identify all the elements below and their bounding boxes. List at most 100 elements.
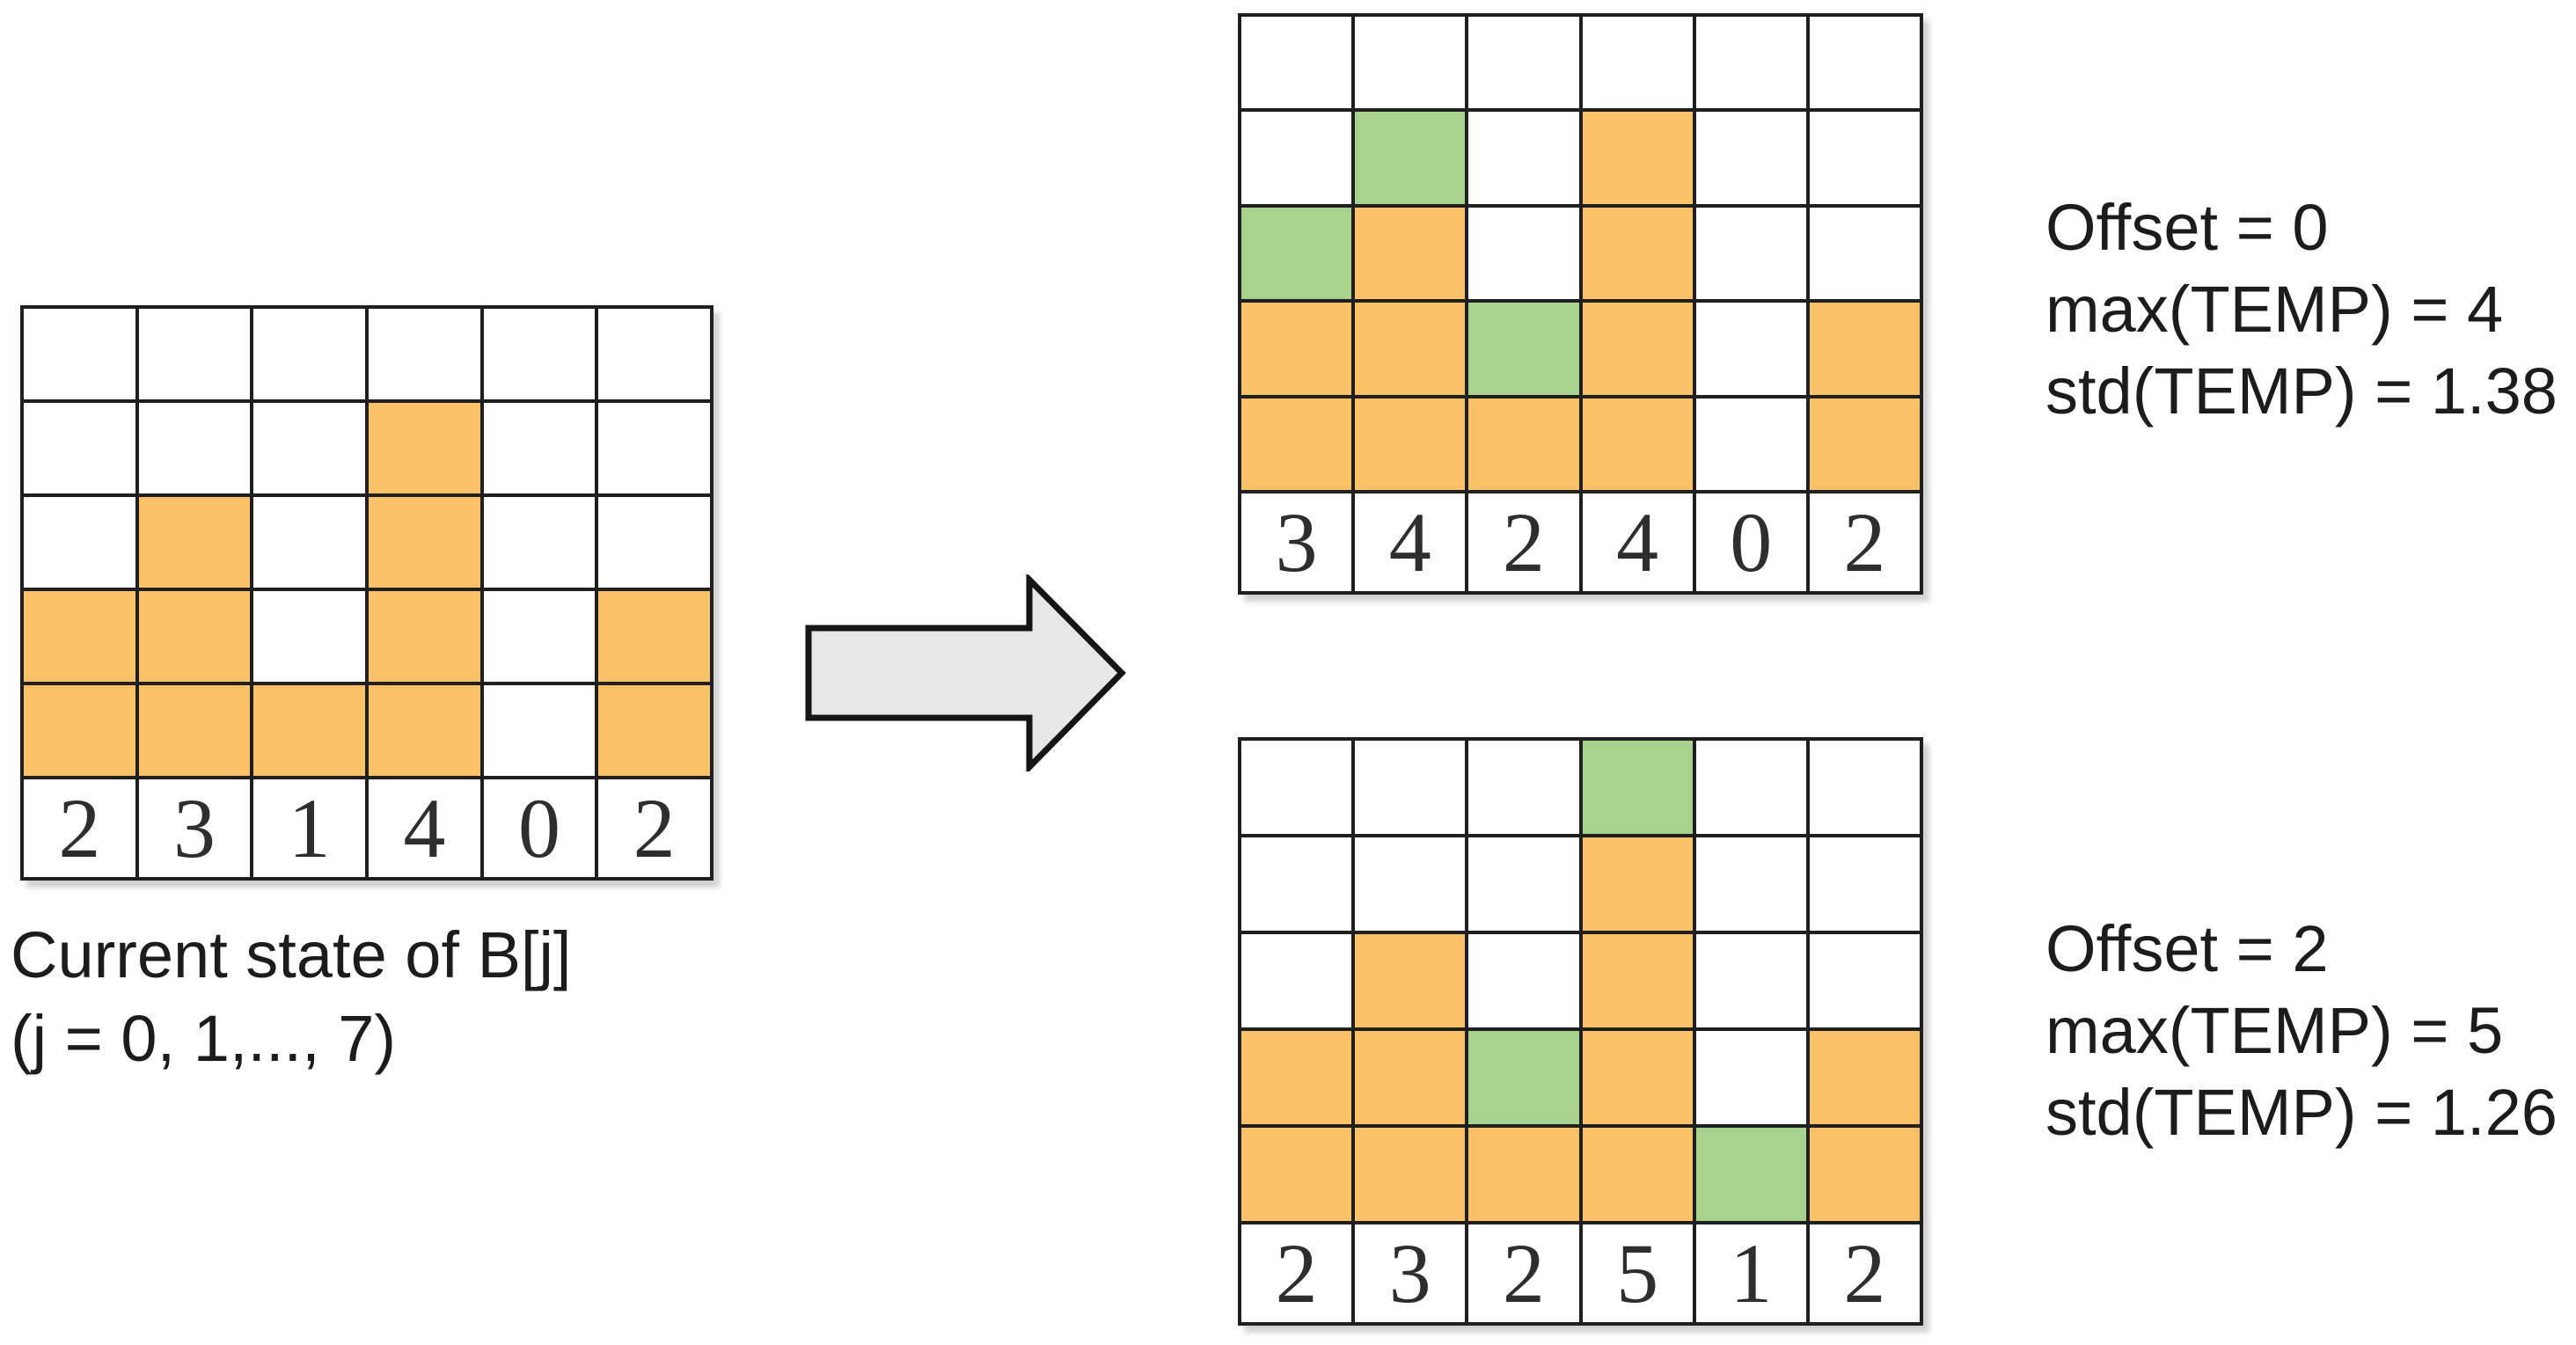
column-value-cell: 2: [1240, 1223, 1354, 1324]
column-value-cell: 2: [1807, 1223, 1921, 1324]
filled-cell-orange: [1580, 301, 1694, 397]
annotation-max-line: max(TEMP) = 5: [2045, 994, 2504, 1067]
annotation-offset-line: Offset = 2: [2045, 912, 2329, 985]
empty-cell: [136, 401, 252, 495]
column-value-cell: 1: [252, 778, 367, 879]
column-value-cell: 1: [1694, 1223, 1808, 1324]
column-value-cell: 3: [136, 778, 252, 879]
filled-cell-green: [1467, 1029, 1581, 1126]
filled-cell-green: [1580, 739, 1694, 836]
filled-cell-orange: [1353, 932, 1467, 1029]
filled-cell-orange: [22, 683, 137, 778]
empty-cell: [1807, 205, 1921, 302]
empty-cell: [1467, 110, 1581, 206]
filled-cell-green: [1467, 301, 1581, 397]
filled-cell-orange: [367, 495, 482, 589]
empty-cell: [481, 495, 597, 589]
empty-cell: [596, 495, 712, 589]
empty-cell: [1467, 739, 1581, 836]
empty-cell: [1240, 739, 1354, 836]
filled-cell-orange: [1353, 1126, 1467, 1223]
filled-cell-orange: [1240, 301, 1354, 397]
filled-cell-orange: [1353, 301, 1467, 397]
empty-cell: [1580, 15, 1694, 111]
empty-cell: [252, 307, 367, 401]
filled-cell-orange: [1467, 1126, 1581, 1223]
filled-cell-orange: [1580, 110, 1694, 206]
empty-cell: [1694, 15, 1808, 111]
column-value-cell: 2: [596, 778, 712, 879]
empty-cell: [1694, 836, 1808, 932]
filled-cell-orange: [1807, 1126, 1921, 1223]
column-value-cell: 2: [1807, 492, 1921, 593]
filled-cell-orange: [136, 589, 252, 683]
empty-cell: [1467, 15, 1581, 111]
filled-cell-orange: [22, 589, 137, 683]
annotation-max-line: max(TEMP) = 4: [2045, 273, 2504, 346]
column-value-cell: 3: [1353, 1223, 1467, 1324]
column-value-cell: 5: [1580, 1223, 1694, 1324]
empty-cell: [22, 401, 137, 495]
filled-cell-orange: [1580, 1126, 1694, 1223]
empty-cell: [1807, 932, 1921, 1029]
column-value-cell: 4: [367, 778, 482, 879]
filled-cell-orange: [1807, 1029, 1921, 1126]
empty-cell: [1807, 836, 1921, 932]
filled-cell-orange: [1580, 396, 1694, 492]
filled-cell-orange: [136, 495, 252, 589]
empty-cell: [1467, 932, 1581, 1029]
filled-cell-orange: [367, 401, 482, 495]
filled-cell-orange: [1580, 205, 1694, 302]
right-arrow-icon: [805, 574, 1126, 771]
filled-cell-orange: [136, 683, 252, 778]
filled-cell-green: [1353, 110, 1467, 206]
empty-cell: [596, 307, 712, 401]
empty-cell: [1353, 739, 1467, 836]
filled-cell-orange: [1807, 396, 1921, 492]
filled-cell-orange: [596, 683, 712, 778]
empty-cell: [1467, 205, 1581, 302]
filled-cell-orange: [1240, 1126, 1354, 1223]
empty-cell: [1353, 836, 1467, 932]
empty-cell: [1694, 1029, 1808, 1126]
filled-cell-orange: [367, 589, 482, 683]
empty-cell: [22, 307, 137, 401]
empty-cell: [481, 683, 597, 778]
empty-cell: [136, 307, 252, 401]
empty-cell: [1694, 205, 1808, 302]
column-value-cell: 0: [481, 778, 597, 879]
empty-cell: [1353, 15, 1467, 111]
caption-line-1: Current state of B[j]: [11, 918, 572, 991]
filled-cell-orange: [1240, 396, 1354, 492]
filled-cell-orange: [252, 683, 367, 778]
empty-cell: [1240, 110, 1354, 206]
empty-cell: [1807, 110, 1921, 206]
annotation-offset-2: Offset = 2 max(TEMP) = 5 std(TEMP) = 1.2…: [2045, 908, 2558, 1153]
empty-cell: [1694, 932, 1808, 1029]
filled-cell-green: [1240, 205, 1354, 302]
empty-cell: [1694, 396, 1808, 492]
annotation-std-line: std(TEMP) = 1.38: [2045, 355, 2558, 428]
annotation-offset-line: Offset = 0: [2045, 191, 2329, 264]
filled-cell-orange: [1353, 1029, 1467, 1126]
empty-cell: [252, 495, 367, 589]
empty-cell: [22, 495, 137, 589]
empty-cell: [481, 589, 597, 683]
column-value-cell: 0: [1694, 492, 1808, 593]
filled-cell-orange: [1353, 396, 1467, 492]
filled-cell-orange: [1353, 205, 1467, 302]
filled-cell-orange: [1580, 836, 1694, 932]
filled-cell-orange: [596, 589, 712, 683]
caption-current-state: Current state of B[j] (j = 0, 1,..., 7): [11, 913, 572, 1080]
column-value-cell: 4: [1580, 492, 1694, 593]
filled-cell-orange: [1467, 396, 1581, 492]
empty-cell: [1467, 836, 1581, 932]
empty-cell: [252, 589, 367, 683]
empty-cell: [1694, 301, 1808, 397]
column-value-cell: 2: [22, 778, 137, 879]
empty-cell: [481, 401, 597, 495]
filled-cell-orange: [1240, 1029, 1354, 1126]
empty-cell: [1694, 110, 1808, 206]
